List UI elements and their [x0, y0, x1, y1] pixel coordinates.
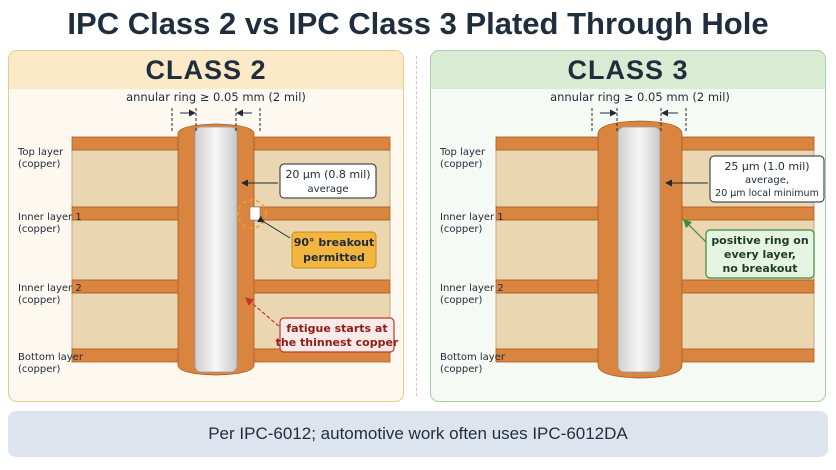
class3-plating-note: average, — [745, 175, 789, 186]
class2-bottom-label: Bottom layer — [18, 352, 84, 363]
class3-plating-callout: 25 µm (1.0 mil) average, 20 µm local min… — [709, 155, 825, 203]
class3-ring-line2: every layer, — [724, 248, 796, 261]
class3-plating-local-min: 20 µm local minimum — [715, 188, 819, 199]
class3-ring-line3: no breakout — [722, 262, 797, 275]
class3-plating-value: 25 µm (1.0 mil) — [724, 160, 809, 173]
class2-bottom-sub: (copper) — [18, 364, 60, 375]
class2-fatigue-callout: fatigue starts at the thinnest copper — [245, 297, 399, 353]
class3-inner2-label: Inner layer 2 — [440, 283, 504, 294]
class2-plating-note: average — [308, 184, 349, 195]
class2-fatigue-line1: fatigue starts at — [286, 322, 387, 335]
class3-inner2-sub: (copper) — [440, 295, 482, 306]
class3-bottom-sub: (copper) — [440, 364, 482, 375]
class3-inner1-label: Inner layer 1 — [440, 212, 504, 223]
class2-heading: CLASS 2 — [9, 51, 403, 89]
panel-divider — [416, 56, 417, 396]
class3-inner1-sub: (copper) — [440, 224, 482, 235]
class2-annular-ring-label: annular ring ≥ 0.05 mm (2 mil) — [126, 90, 306, 104]
class2-breakout-line2: permitted — [303, 251, 365, 264]
class2-inner1-label: Inner layer 1 — [18, 212, 82, 223]
class2-top-layer-sub: (copper) — [18, 159, 60, 170]
class2-inner2-sub: (copper) — [18, 295, 60, 306]
class2-plating-value: 20 µm (0.8 mil) — [285, 168, 370, 181]
class3-bottom-label: Bottom layer — [440, 352, 506, 363]
class3-ring-callout: positive ring on every layer, no breakou… — [683, 219, 815, 279]
class2-top-layer-label: Top layer — [17, 147, 64, 158]
class3-annular-ring-label: annular ring ≥ 0.05 mm (2 mil) — [550, 90, 730, 104]
class2-inner1-sub: (copper) — [18, 224, 60, 235]
class2-breakout-callout: 90° breakout permitted — [257, 215, 377, 269]
class3-top-layer-sub: (copper) — [440, 159, 482, 170]
class2-breakout-line1: 90° breakout — [294, 236, 375, 249]
class2-plating-callout: 20 µm (0.8 mil) average — [279, 163, 377, 199]
class3-ring-line1: positive ring on — [711, 234, 808, 247]
class2-inner2-label: Inner layer 2 — [18, 283, 82, 294]
class2-fatigue-line2: the thinnest copper — [276, 336, 399, 349]
page-title: IPC Class 2 vs IPC Class 3 Plated Throug… — [67, 6, 769, 41]
class3-heading: CLASS 3 — [431, 51, 825, 89]
class3-top-layer-label: Top layer — [439, 147, 486, 158]
footer-note: Per IPC-6012; automotive work often uses… — [8, 411, 828, 457]
